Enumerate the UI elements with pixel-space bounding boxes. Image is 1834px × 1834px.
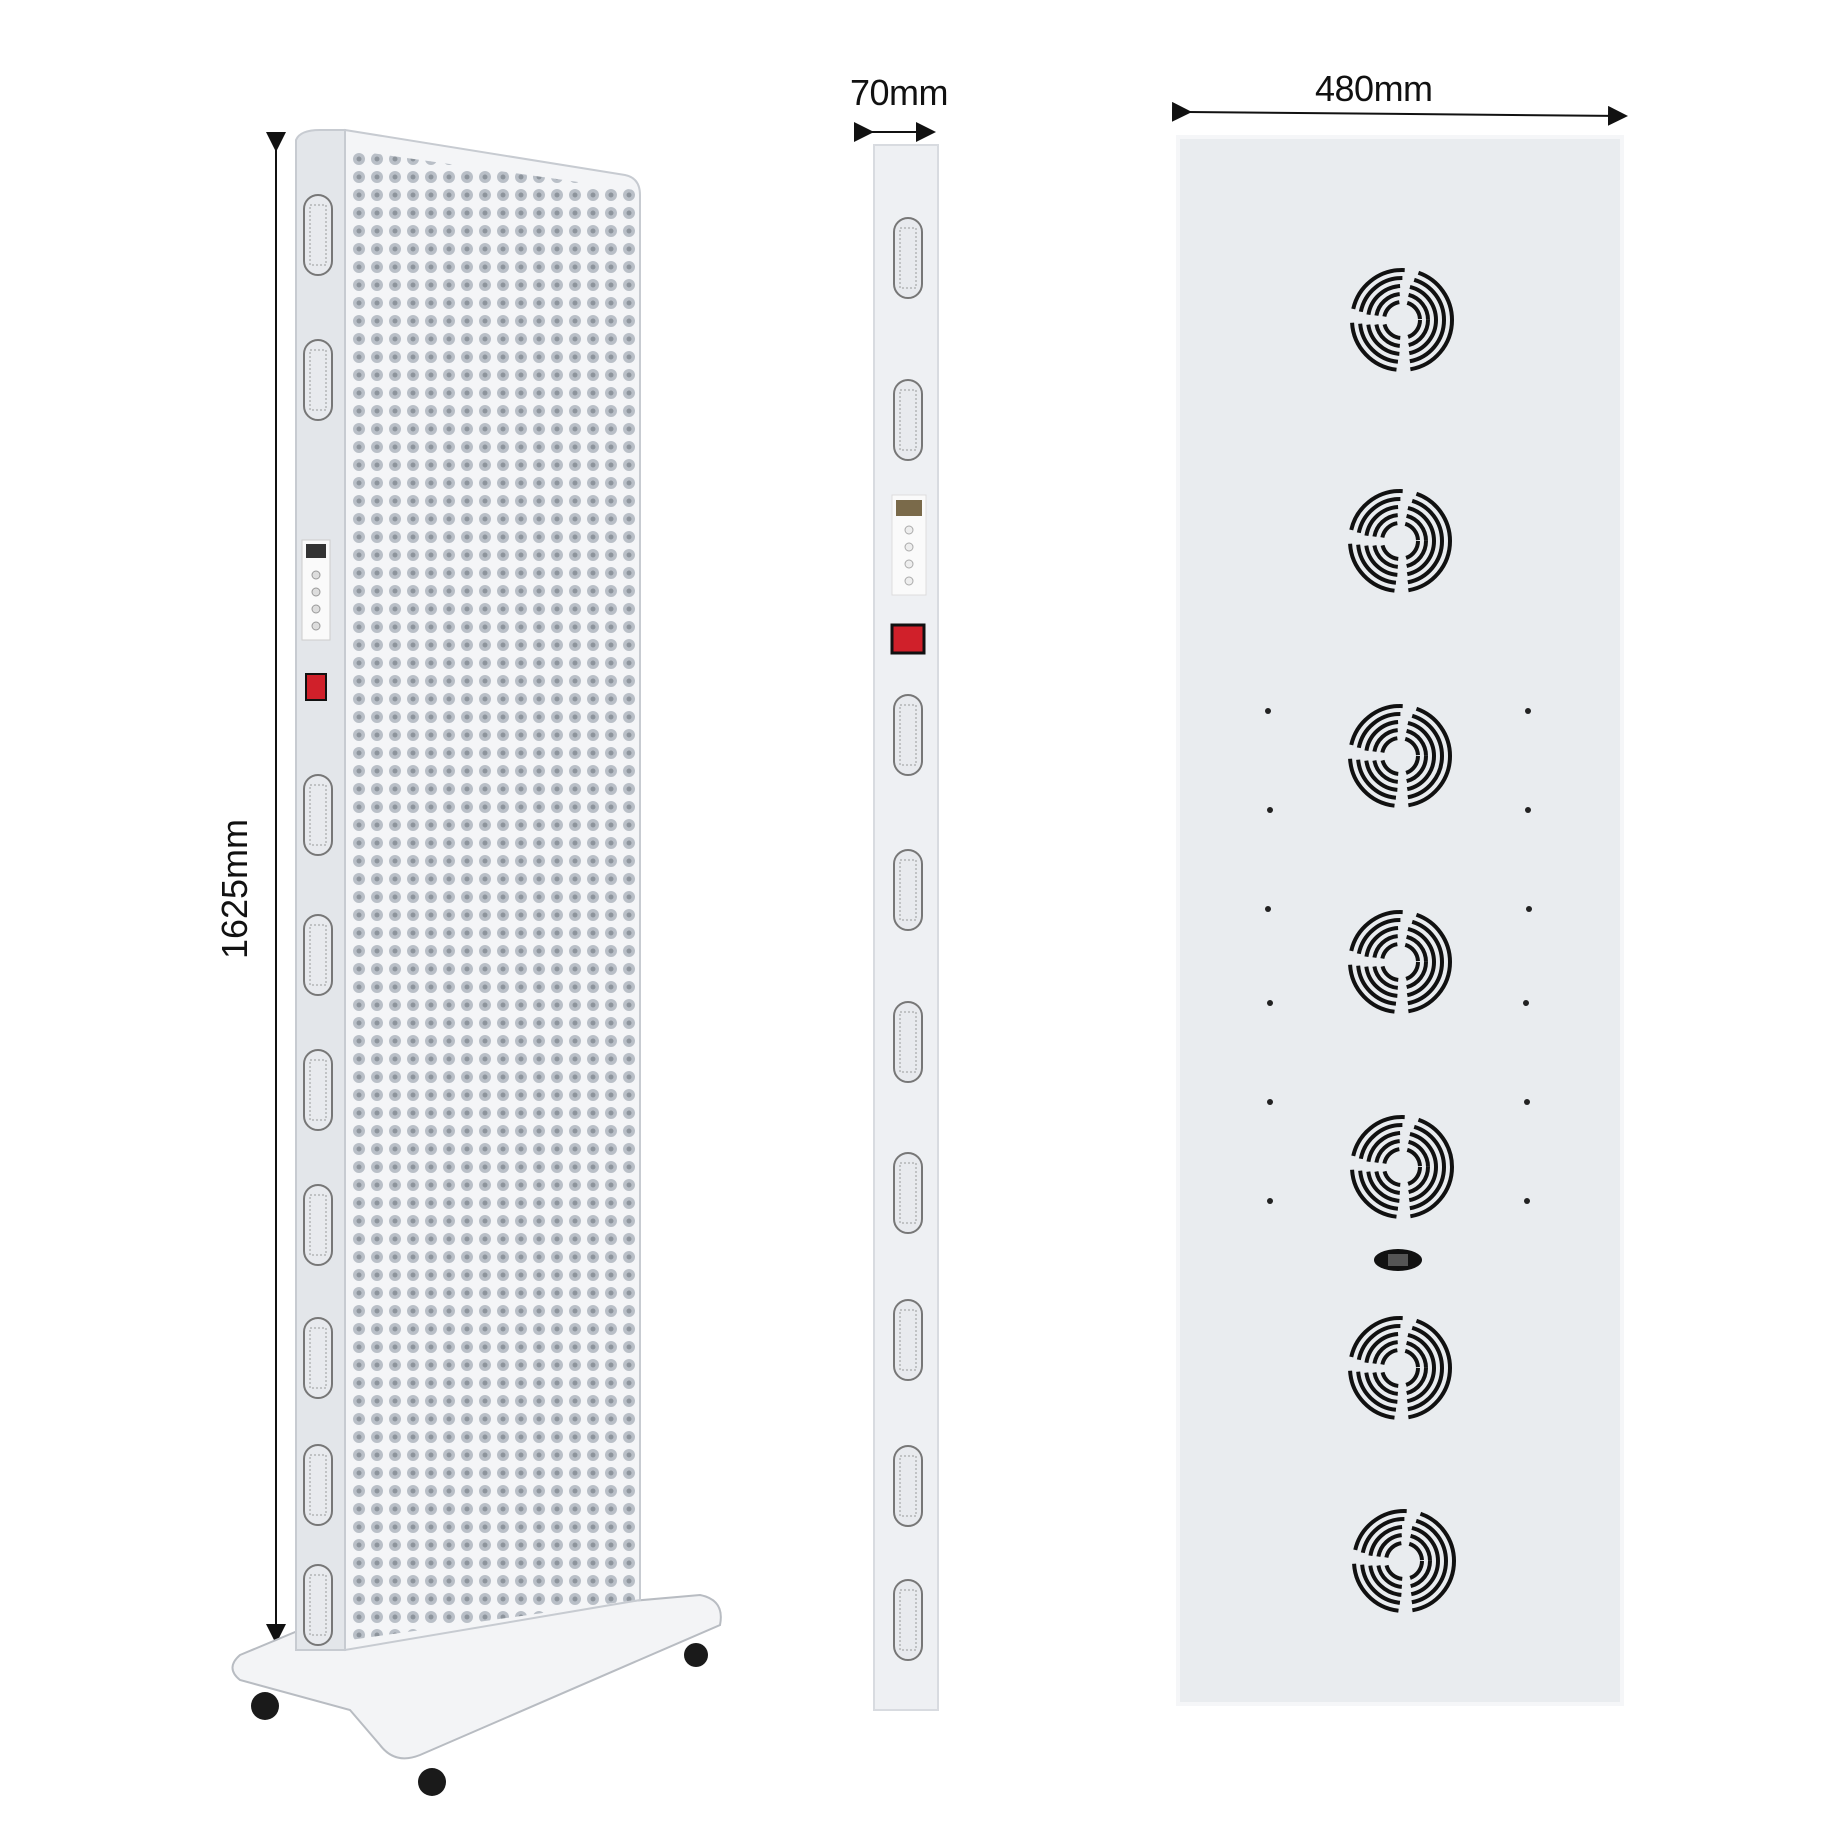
depth-label: 70mm (850, 72, 949, 113)
display (306, 544, 326, 558)
led-array (350, 150, 635, 1640)
side-view (854, 122, 939, 1711)
side-display (896, 500, 922, 516)
mount-holes (1265, 708, 1532, 1204)
side-power-switch (890, 623, 926, 655)
wheels (251, 1643, 708, 1796)
width-dimension-line (1171, 101, 1628, 126)
perspective-view (231, 128, 722, 1796)
back-view (1171, 101, 1628, 1706)
power-switch (305, 673, 327, 701)
